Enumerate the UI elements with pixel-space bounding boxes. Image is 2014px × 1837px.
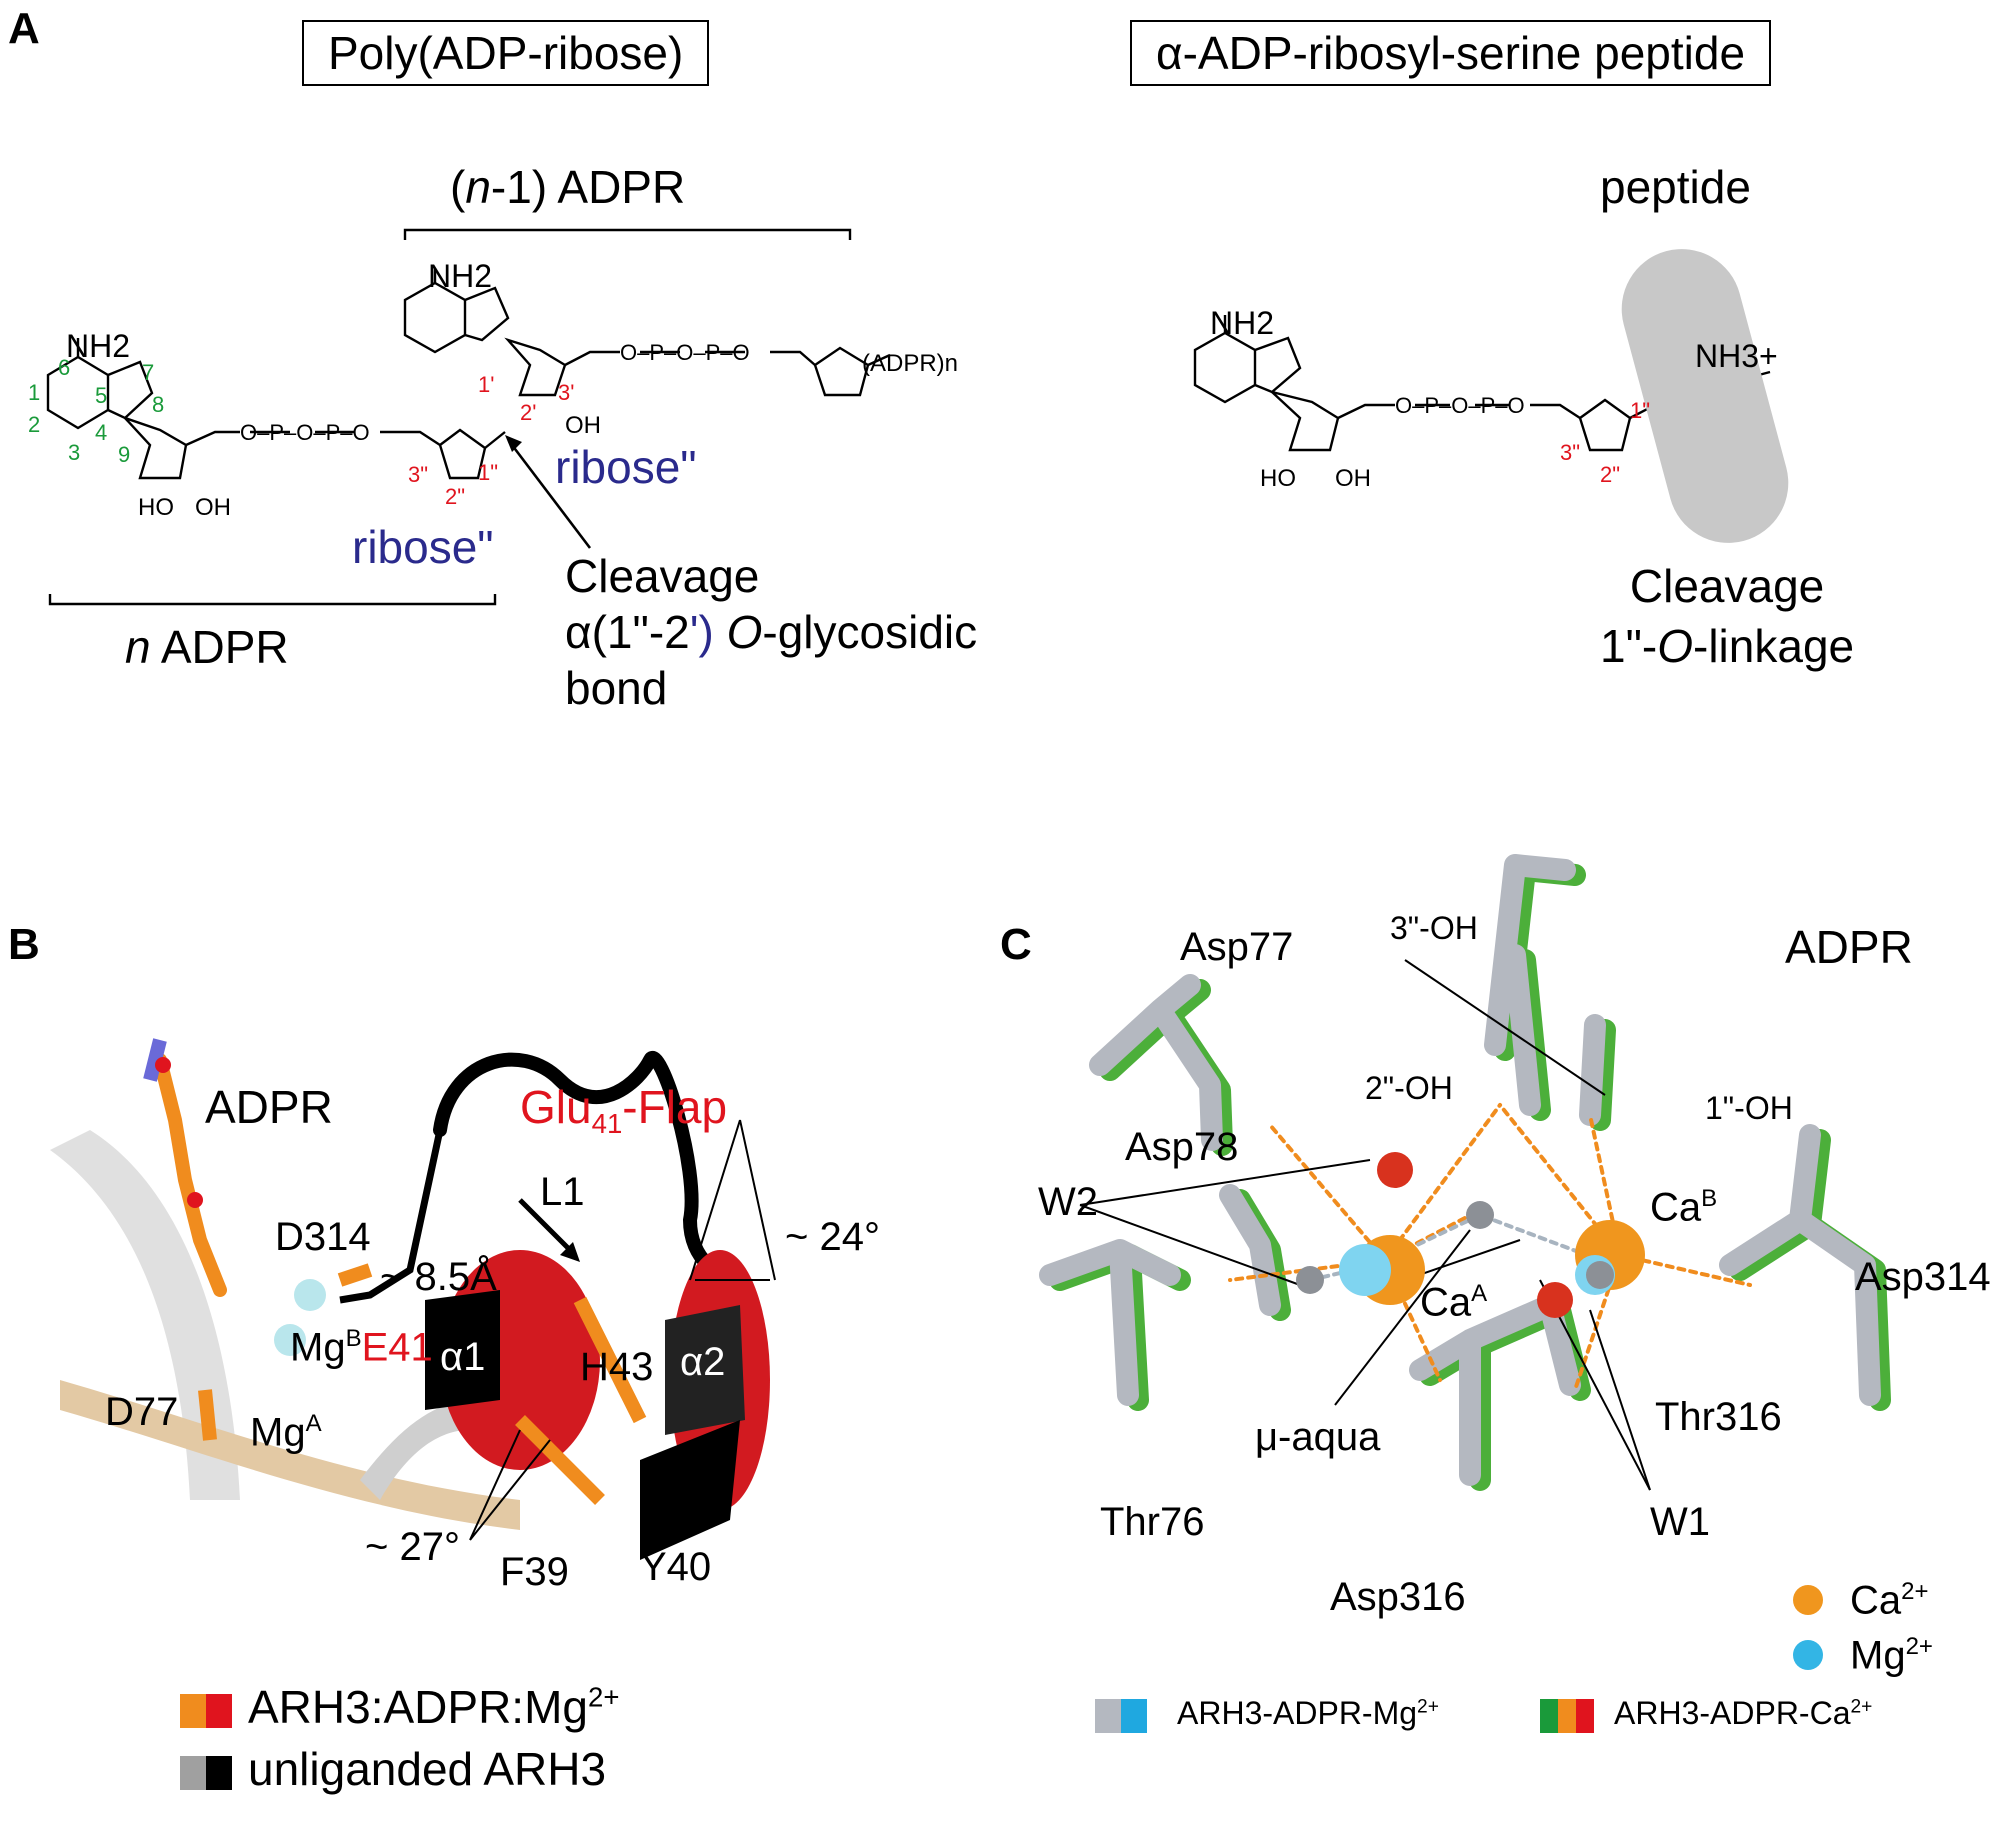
ribose-num-2pp: 2" bbox=[445, 484, 466, 509]
poly-adp-ribose-title: Poly(ADP-ribose) bbox=[302, 20, 710, 86]
f39-label: F39 bbox=[500, 1550, 569, 1594]
nh3-plus: NH3+ bbox=[1695, 338, 1778, 374]
w2-label: W2 bbox=[1038, 1180, 1098, 1224]
adenine-num-8: 8 bbox=[152, 392, 165, 417]
legend-mg: Mg2+ bbox=[1850, 1633, 1933, 1678]
asp316-label: Asp316 bbox=[1330, 1575, 1466, 1619]
serine-ribose-num-3: 3" bbox=[1560, 440, 1581, 465]
swatch-red bbox=[206, 1693, 232, 1728]
swatch-black bbox=[206, 1755, 232, 1790]
asp77-label: Asp77 bbox=[1180, 925, 1294, 969]
adenine-num-1: 1 bbox=[28, 380, 41, 405]
ribose-num-1p: 1' bbox=[478, 372, 495, 397]
bracket-n-minus-1 bbox=[403, 228, 852, 240]
bracket-n bbox=[48, 594, 497, 606]
mu-aqua-label: μ-aqua bbox=[1255, 1415, 1381, 1459]
mg-sphere-legend bbox=[1793, 1640, 1823, 1670]
oh-left: OH bbox=[195, 494, 231, 521]
w1-label: W1 bbox=[1650, 1500, 1710, 1544]
d77-label: D77 bbox=[105, 1390, 179, 1434]
adenine-num-4: 4 bbox=[95, 420, 108, 445]
ho-right: HO bbox=[1260, 465, 1296, 492]
asp314-label: Asp314 bbox=[1855, 1255, 1991, 1299]
panel-a-structures: O–P–O–P–O O–P–O–P–O O–P–O–P–O bbox=[46, 228, 1789, 606]
svg-text:O–P–O–P–O: O–P–O–P–O bbox=[620, 340, 750, 365]
ho-left: HO bbox=[138, 494, 174, 521]
distance-label: ~ 8.5Å bbox=[380, 1255, 497, 1299]
oh-upper: OH bbox=[565, 412, 601, 439]
h43-label: H43 bbox=[580, 1345, 654, 1389]
l1-label: L1 bbox=[540, 1170, 585, 1214]
oh2-label: 2"-OH bbox=[1365, 1070, 1453, 1106]
peptide-label: peptide bbox=[1600, 161, 1751, 213]
serine-ribose-num-1: 1" bbox=[1630, 398, 1651, 423]
oh-right: OH bbox=[1335, 465, 1371, 492]
n-minus-1-adpr-label: (n-1) ADPR bbox=[450, 161, 686, 213]
legend-c-ca: ARH3-ADPR-Ca2+ bbox=[1540, 1695, 1872, 1733]
nh2-left: NH2 bbox=[66, 328, 131, 364]
angle-27-label: ~ 27° bbox=[365, 1525, 460, 1569]
panel-b-adpr: ADPR bbox=[205, 1081, 333, 1133]
d314-label: D314 bbox=[275, 1215, 371, 1259]
oh1-label: 1"-OH bbox=[1705, 1090, 1793, 1126]
svg-text:O–P–O–P–O: O–P–O–P–O bbox=[240, 420, 370, 445]
alpha1-label: α1 bbox=[440, 1335, 486, 1379]
y40-label: Y40 bbox=[640, 1545, 712, 1589]
panel-b-label: B bbox=[8, 920, 40, 969]
adenine-num-5: 5 bbox=[95, 383, 108, 408]
ribose-label-lower: ribose" bbox=[352, 521, 494, 573]
adenine-num-2: 2 bbox=[28, 412, 41, 437]
mg-a-label: MgA bbox=[250, 1410, 322, 1455]
mg-b-label: MgBE41 bbox=[290, 1325, 433, 1370]
ribose-label-upper: ribose" bbox=[555, 441, 697, 493]
peptide-capsule bbox=[1621, 249, 1789, 543]
glu41-flap-label: Glu41-Flap bbox=[520, 1081, 728, 1140]
svg-text:O–P–O–P–O: O–P–O–P–O bbox=[1395, 393, 1525, 418]
panel-c-label: C bbox=[1000, 920, 1032, 969]
ca-a-label: CaA bbox=[1420, 1280, 1488, 1325]
adenine-num-7: 7 bbox=[142, 360, 155, 385]
cleavage-right-text: Cleavage 1"-O-linkage bbox=[1600, 560, 1855, 672]
alpha2-label: α2 bbox=[680, 1340, 726, 1384]
n-adpr-label: n ADPR bbox=[125, 621, 289, 673]
nh2-right: NH2 bbox=[1210, 305, 1275, 341]
oh3-label: 3"-OH bbox=[1390, 910, 1478, 946]
cleavage-left-text: Cleavage α(1"-2') O-glycosidic bond bbox=[565, 550, 978, 714]
adenine-num-6: 6 bbox=[58, 355, 71, 380]
serine-ribose-num-2: 2" bbox=[1600, 462, 1621, 487]
angle-24-label: ~ 24° bbox=[785, 1215, 880, 1259]
legend-c-mg: ARH3-ADPR-Mg2+ bbox=[1095, 1695, 1439, 1733]
thr316-label: Thr316 bbox=[1655, 1395, 1782, 1439]
ribose-num-1pp: 1" bbox=[478, 460, 499, 485]
ca-b-label: CaB bbox=[1650, 1185, 1718, 1230]
swatch-gray bbox=[180, 1755, 206, 1790]
ribose-num-2p: 2' bbox=[520, 400, 537, 425]
asp78-label: Asp78 bbox=[1125, 1125, 1239, 1169]
nh2-upper: NH2 bbox=[428, 258, 493, 294]
adpr-n-label: (ADPR)n bbox=[862, 350, 959, 377]
legend-b-liganded: ARH3:ADPR:Mg2+ bbox=[180, 1680, 619, 1734]
swatch-orange bbox=[180, 1693, 206, 1728]
ribose-num-3p: 3' bbox=[558, 380, 575, 405]
panel-c-adpr: ADPR bbox=[1785, 921, 1913, 973]
adenine-num-3: 3 bbox=[68, 440, 81, 465]
legend-ca: Ca2+ bbox=[1850, 1578, 1929, 1623]
panel-a-label: A bbox=[8, 4, 40, 53]
ca-sphere-legend bbox=[1793, 1585, 1823, 1615]
thr76-label: Thr76 bbox=[1100, 1500, 1205, 1544]
legend-b-unliganded: unliganded ARH3 bbox=[180, 1742, 606, 1796]
adenine-num-9: 9 bbox=[118, 442, 131, 467]
ribose-num-3pp: 3" bbox=[408, 462, 429, 487]
adp-ribosyl-serine-title: α-ADP-ribosyl-serine peptide bbox=[1130, 20, 1772, 86]
